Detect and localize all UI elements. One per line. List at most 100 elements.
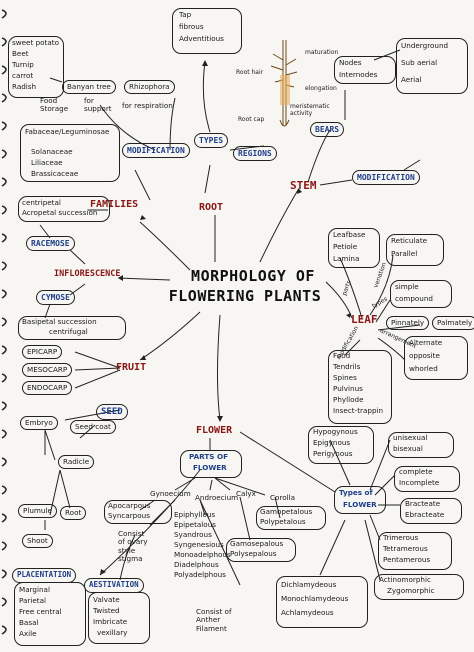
for-respiration-note: for respiration [122, 101, 173, 110]
root-type-adventitious: Adventitious [179, 34, 224, 43]
root-types-list: Tap fibrous Adventitious [172, 8, 242, 54]
leaf-pinnately: Pinnately [386, 316, 430, 331]
pos-hypogynous: Hypogynous [313, 427, 358, 436]
corolla-polypetalous: Polypetalous [260, 517, 306, 526]
region-root-cap: Root cap [238, 116, 265, 123]
leaf-mod-spines: Spines [333, 373, 357, 382]
corolla-gamopetalous: Gamopetalous [260, 507, 313, 516]
flower-sex-list: unisexual bisexual [388, 432, 454, 458]
region-root-hair: Root hair [236, 69, 264, 76]
flower-ebracteate: Ebracteate [405, 510, 445, 519]
banyan-tree-box: Banyan tree [62, 80, 116, 95]
flower-chlamydeous-list: Dichlamydeous Monochlamydeous Achlamydeo… [276, 576, 368, 628]
root-regions-box: REGIONS [233, 146, 277, 162]
aest-imbricate: Imbricate [93, 617, 128, 626]
leaf-alternate: Alternate [409, 338, 443, 347]
sex-bisexual: bisexual [393, 444, 423, 453]
flower-pentamerous: Pentamerous [383, 555, 431, 564]
flower-symmetry-list: Actinomorphic Zygomorphic [374, 574, 464, 600]
flower-achlamydeous: Achlamydeous [281, 608, 334, 617]
flower-merous-list: Trimerous Tetramerous Pentamerous [378, 532, 452, 570]
seed-embryo: Embryo [20, 416, 58, 431]
seed-coat: Seed coat [70, 420, 116, 435]
stem-nodes: Nodes [339, 58, 362, 67]
family-liliaceae: Liliaceae [31, 158, 63, 167]
stem-underground: Underground [401, 41, 449, 50]
aest-twisted: Twisted [93, 606, 120, 615]
seed-box: SEED [96, 404, 128, 421]
plac-axile: Axile [19, 629, 37, 638]
leaf-parts-list: Leafbase Petiole Lamina [328, 228, 380, 268]
leaf-leafbase: Leafbase [333, 230, 366, 239]
gynoecium-types: Apocarpous Syncarpous [104, 500, 172, 524]
food-storage-line1: Food [40, 96, 58, 105]
seed-radicle: Radicle [58, 455, 95, 470]
leaf-mod-pulvinus: Pulvinus [333, 384, 363, 393]
root-label: ROOT [199, 202, 224, 213]
androecium-consist: Consist of Anther Filament [196, 607, 232, 633]
aest-vexillary: vexillary [97, 628, 128, 637]
leaf-mod-tendrils: Tendrils [333, 362, 361, 371]
andr-3: Syngenesious [174, 540, 224, 549]
andr-1: Epipetalous [174, 520, 217, 529]
rhizophora-box: Rhizophora [124, 80, 175, 95]
gyn-consist-0: Consist [118, 529, 145, 538]
leaf-compound: compound [395, 294, 433, 303]
racemose-note-1: centripetal [22, 198, 61, 207]
cymose-note-2: centrifugal [49, 327, 88, 336]
pos-perigynous: Perigynous [313, 449, 353, 458]
sex-unisexual: unisexual [393, 433, 428, 442]
root-modification-box: MODIFICATION [122, 143, 190, 159]
leaf-petiole: Petiole [333, 242, 358, 251]
types-of-flower-line2: FLOWER [343, 500, 377, 509]
families-label: FAMILIES [90, 199, 139, 210]
root-modification-list: sweet potato Beet Turnip carrot Radish [8, 36, 64, 98]
root-types-box: TYPES [194, 133, 229, 149]
flower-zygomorphic: Zygomorphic [387, 586, 435, 595]
calyx-polysepalous: Polysepalous [230, 549, 277, 558]
flower-incomplete: Incomplete [399, 478, 440, 487]
gyn-consist-2: style [118, 545, 136, 555]
aest-valvate: Valvate [93, 595, 120, 604]
aestivation-list: Valvate Twisted Imbricate vexillary [88, 592, 150, 644]
types-of-flower-line1: Types of [339, 488, 373, 497]
root-mod-3: carrot [12, 71, 34, 80]
stem-bears-box: BEARS [310, 122, 345, 138]
fruit-label: FRUIT [116, 362, 147, 373]
leaf-parallel: Parallel [391, 249, 418, 258]
andr-consist-0: Consist of [196, 607, 232, 616]
calyx-gamosepalous: Gamosepalous [230, 539, 284, 548]
androecium-label: Androecium [195, 493, 239, 502]
flower-monochlamydeous: Monochlamydeous [281, 594, 349, 603]
leaf-venation-list: Reticulate Parallel [386, 234, 444, 266]
leaf-mod-food: Food [333, 351, 351, 360]
for-support-note: for support [84, 96, 112, 114]
pos-epigynous: Epigynous [313, 438, 351, 447]
family-brassicaceae: Brassicaceae [31, 169, 79, 178]
families-list: Fabaceae/Leguminosae Solanaceae Liliacea… [20, 124, 120, 182]
leaf-modification-list: Food Tendrils Spines Pulvinus Phyllode I… [328, 350, 392, 424]
types-of-flower-box: Types of FLOWER [334, 486, 386, 514]
leaf-types-list: simple compound [390, 280, 452, 308]
flower-trimerous: Trimerous [383, 533, 419, 542]
andr-consist-2: Filament [196, 623, 227, 633]
racemose-note: centripetal Acropetal succession [18, 196, 110, 222]
notebook-spiral-binding [1, 9, 7, 635]
food-storage-line2: Storage [40, 104, 69, 114]
cymose-box: CYMOSE [36, 290, 75, 306]
flower-tetramerous: Tetramerous [383, 544, 428, 553]
calyx-label: Calyx [236, 489, 256, 498]
leaf-palmately: Palmately [432, 316, 474, 331]
andr-2: Syandrous [174, 530, 212, 539]
gynoecium-consist: Consist of ovary style stigma [118, 529, 147, 563]
fruit-epicarp: EPICARP [22, 345, 63, 360]
flower-dichlamydeous: Dichlamydeous [281, 580, 337, 589]
cymose-note: Basipetal succession centrifugal [18, 316, 126, 340]
gyn-apocarpous: Apocarpous [108, 501, 151, 510]
racemose-box: RACEMOSE [26, 236, 75, 252]
leaf-arrangement-list: Alternate opposite whorled [404, 336, 468, 380]
flower-actinomorphic: Actinomorphic [379, 575, 431, 584]
seed-plumule: Plumule [18, 504, 57, 519]
flower-bracteate: Bracteate [405, 499, 441, 508]
corolla-types: Gamopetalous Polypetalous [256, 506, 326, 530]
